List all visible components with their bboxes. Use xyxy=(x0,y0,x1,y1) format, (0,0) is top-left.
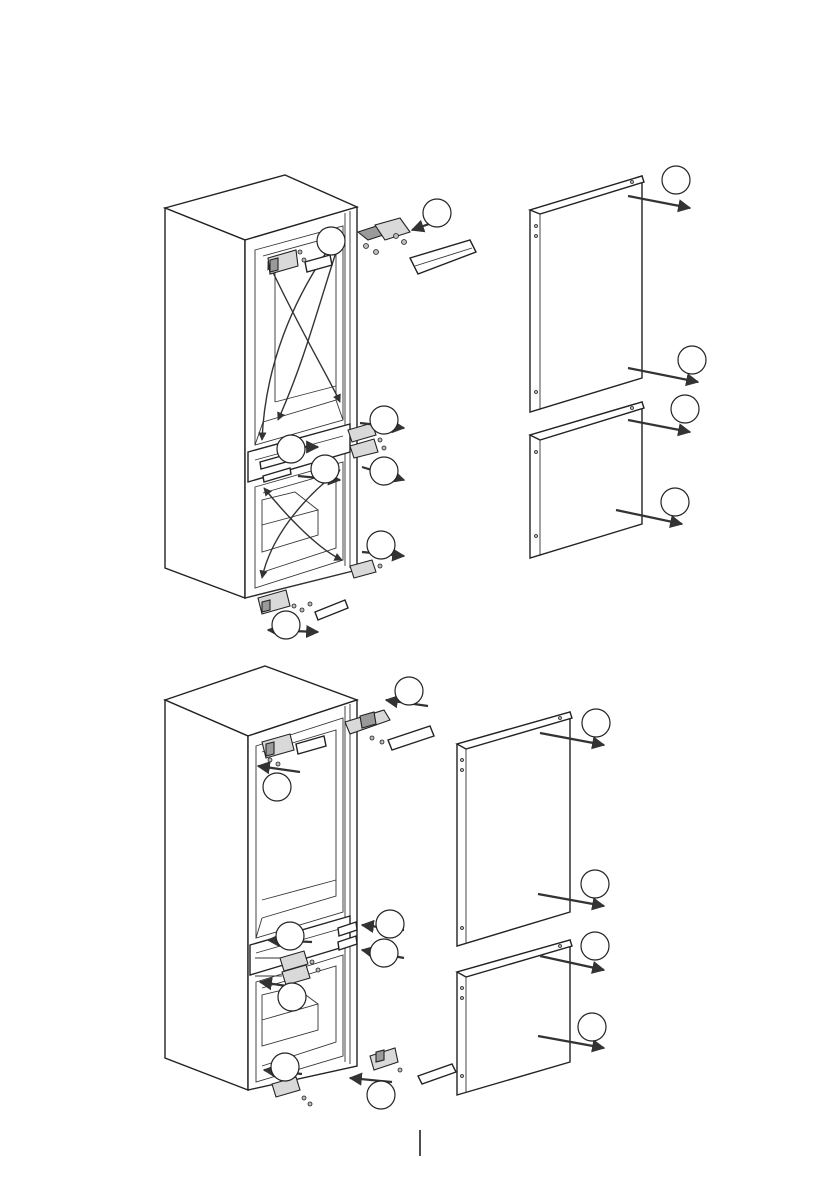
bottom-fridge-cabinet xyxy=(165,666,357,1090)
top-illustration xyxy=(165,166,706,639)
top-hinge-assembly xyxy=(358,218,476,274)
callout-b-middle-right-bottom xyxy=(370,939,398,967)
bottom-illustration xyxy=(165,666,610,1109)
callout-b-lower-inner xyxy=(278,983,306,1011)
top-bottom-hinge xyxy=(258,590,348,620)
callout-b-hinge-top xyxy=(395,677,423,705)
callout-t-door-lower-top xyxy=(671,395,699,423)
callout-b-door-lower-top xyxy=(581,932,609,960)
callout-b-door-upper-bottom xyxy=(581,870,609,898)
callout-t-middle-right xyxy=(370,457,398,485)
top-door-upper xyxy=(530,176,644,412)
bottom-door-upper xyxy=(457,712,572,946)
callout-t-middle-left xyxy=(277,435,305,463)
callout-t-middle-center xyxy=(311,455,339,483)
callout-b-door-lower-bottom xyxy=(578,1013,606,1041)
callout-t-inner-top xyxy=(317,227,345,255)
callout-b-inner-top xyxy=(263,773,291,801)
top-door-callouts xyxy=(661,166,706,516)
callout-t-hinge-top xyxy=(423,199,451,227)
callout-t-lower-hinge xyxy=(367,531,395,559)
callout-b-bottom-left xyxy=(271,1053,299,1081)
callout-t-door-upper-bottom xyxy=(678,346,706,374)
callout-t-door-lower-bottom xyxy=(661,488,689,516)
callout-b-bottom-right xyxy=(367,1081,395,1109)
callout-t-middle-hinge xyxy=(370,406,398,434)
callout-t-bottom-hinge xyxy=(272,611,300,639)
callout-b-door-upper-top xyxy=(582,709,610,737)
top-door-lower xyxy=(530,402,644,558)
bottom-door-lower xyxy=(457,940,572,1095)
callout-b-middle-left xyxy=(276,922,304,950)
callout-t-door-upper-top xyxy=(662,166,690,194)
bottom-top-hinge xyxy=(345,710,434,750)
callout-b-middle-right-top xyxy=(376,910,404,938)
bottom-door-callouts xyxy=(578,709,610,1041)
